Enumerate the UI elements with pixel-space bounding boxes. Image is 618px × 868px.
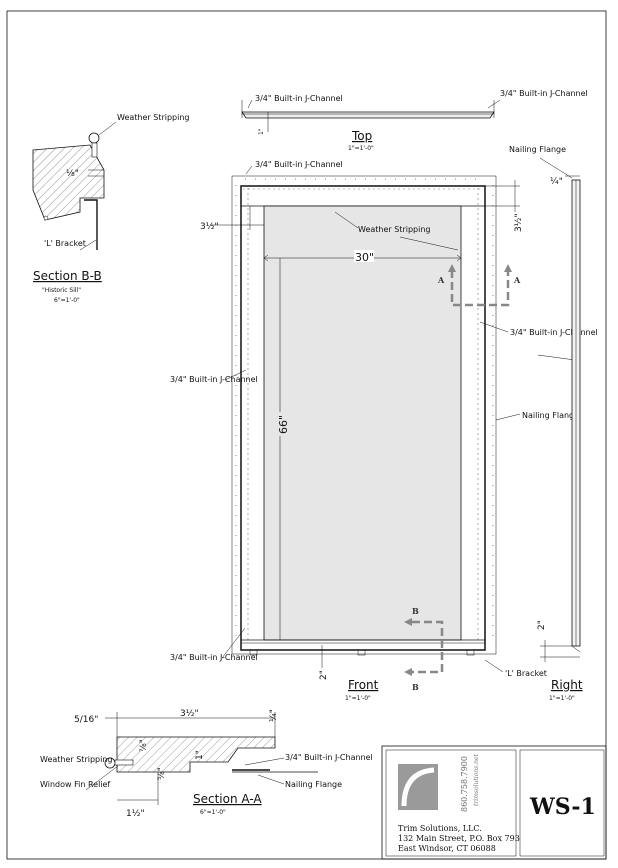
section-b-label-bottom: B [412, 682, 419, 692]
section-aa-title: Section A-A [193, 792, 262, 806]
label-aa-weather-stripping: Weather Stripping [40, 755, 112, 764]
section-bb-title: Section B-B [33, 269, 102, 283]
company-website: trimsolutions.net [473, 753, 480, 806]
dim-bb-eighth: ⅛" [66, 169, 79, 179]
front-view-scale: 1"=1'-0" [345, 695, 371, 702]
dim-3half-right: 3½" [514, 213, 524, 232]
label-bottom-left-jchannel: 3/4" Built-in J-Channel [170, 653, 258, 662]
dim-aa-quarter: ¼" [269, 709, 279, 722]
dim-right-quarter: ¼" [550, 177, 563, 187]
section-b-marker: B B [404, 606, 444, 692]
sheet-border [6, 10, 607, 860]
dim-aa-1half: 1½" [126, 809, 145, 819]
front-view [231, 175, 497, 656]
right-view-title: Right [551, 678, 583, 692]
dim-width: 30" [355, 251, 374, 264]
right-view-scale: 1"=1'-0" [549, 695, 575, 702]
top-view-scale: 1"=1'-0" [348, 145, 374, 152]
dim-height: 66" [277, 415, 290, 434]
section-bb [32, 132, 105, 250]
dim-aa-5-8: ⅝" [157, 767, 167, 780]
company-address2: East Windsor, CT 06088 [398, 844, 496, 853]
dim-aa-1: 1" [195, 750, 205, 760]
section-bb-subtitle: "Historic Sill" [42, 287, 81, 294]
section-a-label-left: A [437, 275, 445, 285]
label-weather-stripping: Weather Stripping [358, 225, 430, 234]
label-aa-nailing-flange: Nailing Flange [285, 780, 342, 789]
section-aa-scale: 6"=1'-0" [200, 809, 226, 816]
dim-3half-left: 3½" [200, 222, 219, 232]
section-a-marker: A A [437, 264, 521, 307]
label-bb-weather-stripping: Weather Stripping [117, 113, 189, 122]
front-view-title: Front [348, 678, 379, 692]
label-top-left-jchannel: 3/4" Built-in J-Channel [255, 94, 343, 103]
section-a-label-right: A [513, 275, 521, 285]
dim-right-2: 2" [537, 620, 547, 630]
label-front-top-jchannel: 3/4" Built-in J-Channel [255, 160, 343, 169]
section-aa [104, 712, 318, 805]
dim-aa-5-16: 5/16" [74, 715, 98, 725]
top-view: 1" 3/4" Built-in J-Channel 3/4" Built-in… [241, 89, 588, 152]
right-view [540, 175, 581, 662]
dim-bottom-2: 2" [319, 670, 329, 680]
dim-aa-7-8: ⅞" [139, 739, 149, 752]
company-phone: 860.758.7900 [460, 756, 469, 812]
label-left-jchannel: 3/4" Built-in J-Channel [170, 375, 258, 384]
section-bb-scale: 6"=1'-0" [54, 297, 80, 304]
label-right-jchannel: 3/4" Built-in J-Channel [510, 328, 598, 337]
label-nailing-flange-side: Nailing Flange [522, 411, 579, 420]
company-address1: 132 Main Street, P.O. Box 793 [398, 834, 520, 843]
label-aa-jchannel: 3/4" Built-in J-Channel [285, 753, 373, 762]
dim-top-1: 1" [258, 128, 265, 135]
dim-aa-3half: 3½" [180, 709, 199, 719]
company-name: Trim Solutions, LLC. [398, 824, 482, 833]
label-nailing-flange-top: Nailing Flange [509, 145, 566, 154]
sheet-number: WS-1 [529, 794, 596, 820]
label-bb-l-bracket: 'L' Bracket [44, 239, 86, 248]
label-aa-fin-relief: Window Fin Relief [40, 780, 110, 789]
title-block [381, 745, 607, 860]
section-b-label-top: B [412, 606, 419, 616]
label-top-right-jchannel: 3/4" Built-in J-Channel [500, 89, 588, 98]
top-view-title: Top [351, 129, 372, 143]
label-l-bracket-front: 'L' Bracket [505, 669, 547, 678]
